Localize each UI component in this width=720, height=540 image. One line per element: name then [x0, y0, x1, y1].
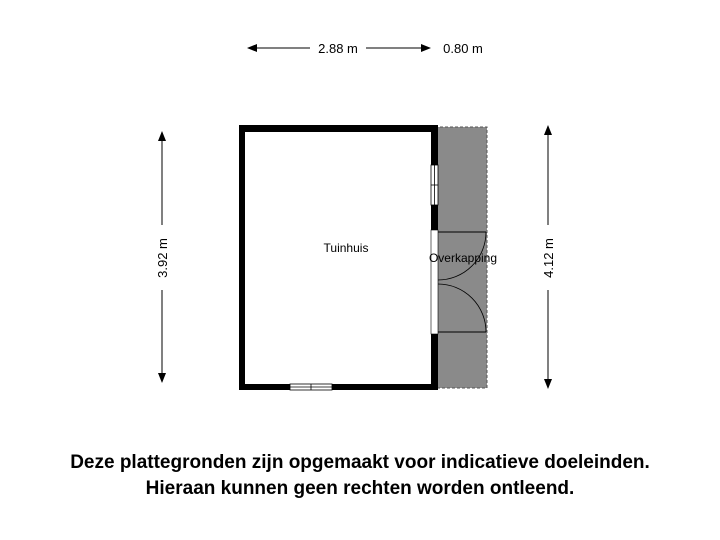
room-label-tuinhuis: Tuinhuis	[324, 241, 369, 255]
window-right	[430, 164, 439, 206]
double-door	[430, 229, 487, 335]
disclaimer-line-2: Hieraan kunnen geen rechten worden ontle…	[145, 478, 575, 499]
dim-right-height: 4.12 m	[541, 238, 556, 278]
window-bottom	[289, 383, 333, 391]
disclaimer-line-1: Deze plattegronden zijn opgemaakt voor i…	[70, 452, 650, 473]
room-label-overkapping: Overkapping	[429, 251, 497, 265]
dim-left-height: 3.92 m	[155, 238, 170, 278]
dim-top-main: 2.88 m	[318, 41, 358, 56]
shed-walls	[239, 125, 438, 390]
dim-top-canopy: 0.80 m	[443, 41, 483, 56]
